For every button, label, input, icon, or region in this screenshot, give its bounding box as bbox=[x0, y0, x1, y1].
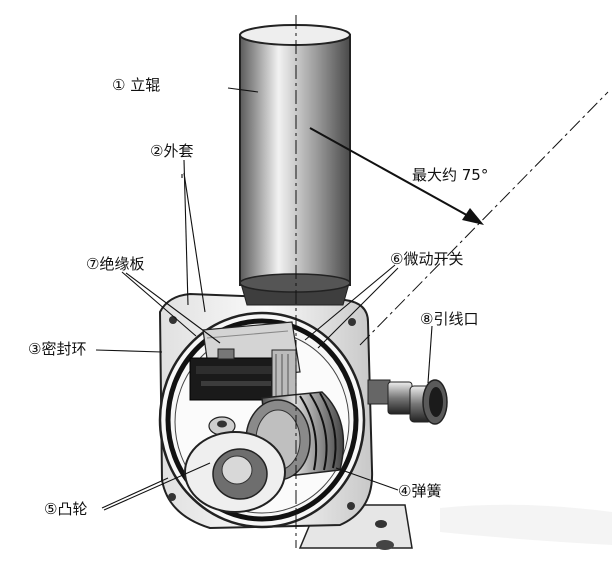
label-spring: ④弹簧 bbox=[398, 482, 442, 500]
label-roller: ① 立辊 bbox=[112, 76, 161, 94]
tilted-axis bbox=[359, 91, 609, 346]
label-cable-entry: ⑧引线口 bbox=[420, 310, 479, 328]
seal-ring-shape bbox=[165, 318, 359, 522]
cam-shape bbox=[184, 431, 286, 513]
micro-switch-shape bbox=[189, 348, 297, 403]
label-housing: ②外套 bbox=[150, 142, 194, 160]
label-angle: 最大约 75° bbox=[412, 166, 489, 184]
label-micro-switch: ⑥微动开关 bbox=[390, 250, 464, 268]
deflection-arrow bbox=[309, 127, 484, 225]
label-insulation-board: ⑦绝缘板 bbox=[86, 255, 145, 273]
label-seal-ring: ③密封环 bbox=[28, 340, 87, 358]
leader-lines bbox=[95, 87, 433, 511]
background-smudge bbox=[440, 504, 612, 545]
corner-bolts bbox=[168, 316, 356, 510]
cable-entry-gland bbox=[367, 379, 448, 425]
vertical-roller bbox=[239, 24, 351, 293]
label-cam: ⑤凸轮 bbox=[44, 500, 88, 518]
